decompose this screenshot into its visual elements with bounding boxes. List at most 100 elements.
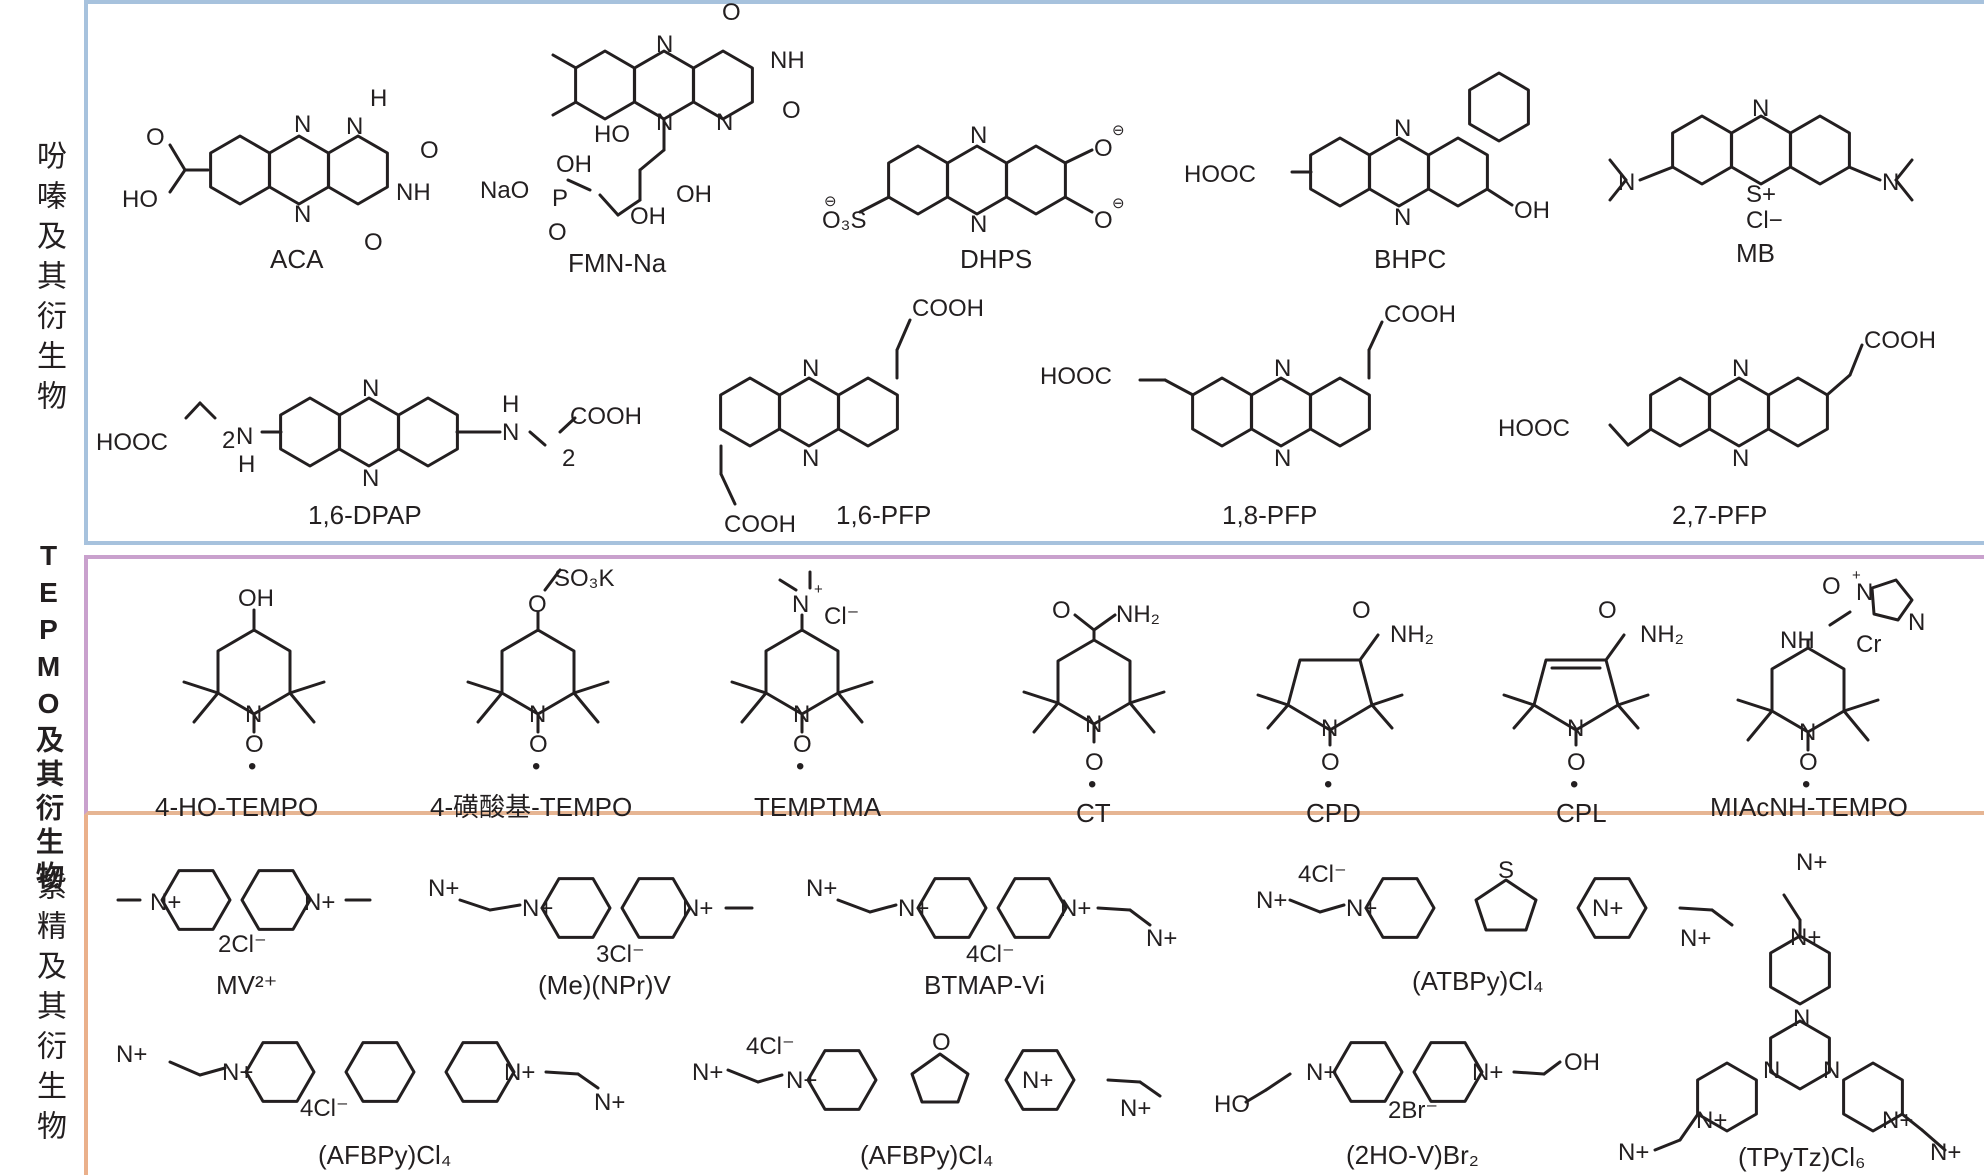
atom-n: N — [792, 591, 809, 618]
radical-dot: • — [248, 753, 256, 780]
atom-n: N — [1274, 445, 1291, 472]
atom-n-plus: N+ — [594, 1089, 625, 1116]
atom-n-plus: N+ — [1680, 925, 1711, 952]
atom-cr: Cr — [1856, 631, 1881, 658]
name-dhps: DHPS — [960, 244, 1032, 274]
atom-n: N — [1752, 95, 1769, 122]
atom-o: O — [420, 137, 439, 164]
name-1-8-pfp: 1,8-PFP — [1222, 500, 1317, 530]
atom-n: N — [1763, 1057, 1780, 1084]
atom-n-plus: N+ — [1472, 1059, 1503, 1086]
structure-1-6-dpap: HOOC 2 N H N N H N 2 COOH 1,6-DPAP — [96, 375, 642, 530]
name-mb: MB — [1736, 238, 1775, 268]
atom-n: N — [294, 111, 311, 138]
atom-o: O — [1094, 207, 1113, 234]
atom-nh2: NH₂ — [1640, 621, 1684, 648]
atom-n-plus: N+ — [222, 1059, 253, 1086]
atom-n-plus: N+ — [522, 895, 553, 922]
atom-n-plus: N+ — [1120, 1095, 1151, 1122]
name-cpd: CPD — [1306, 798, 1361, 828]
atom-n-plus: N+ — [1146, 925, 1177, 952]
atom-h: H — [238, 451, 255, 478]
atom-o: O — [364, 229, 383, 256]
name-2ho-v: (2HO-V)Br₂ — [1346, 1140, 1479, 1170]
atom-n: N — [1908, 609, 1925, 636]
atom-n: N — [802, 355, 819, 382]
atom-n-plus: N+ — [504, 1059, 535, 1086]
atom-n: N — [1274, 355, 1291, 382]
counterion-4cl: 4Cl⁻ — [1298, 861, 1347, 888]
atom-o3s: O₃S — [822, 207, 866, 234]
name-temptma: TEMPTMA — [754, 792, 882, 822]
structure-2ho-v: HO N+ N+ OH 2Br⁻ (2HO-V)Br₂ — [1214, 1041, 1600, 1170]
atom-n-plus: N+ — [1796, 849, 1827, 876]
atom-o: O — [722, 0, 741, 26]
atom-n-plus: N+ — [1882, 1107, 1913, 1134]
atom-n: N — [1618, 169, 1635, 196]
atom-two: 2 — [562, 445, 575, 472]
atom-oh: OH — [238, 585, 274, 612]
atom-nh2: NH₂ — [1390, 621, 1434, 648]
structure-mv: N+ N+ 2Cl⁻ MV²⁺ — [116, 869, 372, 1000]
atom-n: N — [1321, 715, 1338, 742]
viologen-section-frame — [84, 815, 1984, 1175]
name-afbpy-2: (AFBPy)Cl₄ — [860, 1140, 993, 1170]
atom-ho: HO — [122, 186, 158, 213]
atom-n-plus: N+ — [1060, 895, 1091, 922]
name-fmn-na: FMN-Na — [568, 248, 667, 278]
atom-n: N — [793, 701, 810, 728]
structure-me-npr-v: N+ N+ N+ 3Cl⁻ (Me)(NPr)V — [428, 875, 754, 1000]
atom-h: H — [502, 391, 519, 418]
atom-o: O — [1598, 597, 1617, 624]
atom-n: N — [656, 31, 673, 58]
atom-two: 2 — [222, 427, 235, 454]
charge-plus: + — [814, 581, 823, 598]
atom-n: N — [502, 419, 519, 446]
atom-n: N — [362, 465, 379, 492]
atom-ho: HO — [594, 121, 630, 148]
atom-n-plus: N+ — [1930, 1139, 1961, 1166]
atom-h: H — [370, 85, 387, 112]
atom-p: P — [552, 185, 568, 212]
atom-o: O — [548, 219, 567, 246]
structure-4-ho-tempo: OH N O • 4-HO-TEMPO — [155, 585, 326, 822]
atom-o: O — [1567, 749, 1586, 776]
name-cpl: CPL — [1556, 798, 1607, 828]
name-mv: MV²⁺ — [216, 970, 277, 1000]
atom-n-plus: N+ — [1696, 1107, 1727, 1134]
atom-o: O — [146, 124, 165, 151]
name-atbpy: (ATBPy)Cl₄ — [1412, 966, 1543, 996]
name-4-sulfonate-tempo: 4-磺酸基-TEMPO — [430, 792, 632, 822]
section-label-phenazine: 吩嗪及其衍生物 — [31, 140, 66, 420]
atom-o: O — [782, 97, 801, 124]
name-bhpc: BHPC — [1374, 244, 1446, 274]
charge-plus: + — [1852, 567, 1861, 584]
name-ct: CT — [1076, 798, 1111, 828]
atom-n-plus: N+ — [116, 1041, 147, 1068]
structure-cpl: O NH₂ N O • CPL — [1502, 597, 1684, 828]
atom-n: N — [346, 113, 363, 140]
section-label-viologen: 紫精及其衍生物 — [31, 870, 66, 1150]
atom-n: N — [245, 701, 262, 728]
atom-cooh: COOH — [1864, 327, 1936, 354]
name-me-npr-v: (Me)(NPr)V — [538, 970, 672, 1000]
structure-2-7-pfp: N N COOH HOOC 2,7-PFP — [1498, 327, 1936, 530]
atom-n-plus: N+ — [786, 1067, 817, 1094]
structure-cpd: O NH₂ N O • CPD — [1256, 597, 1434, 828]
atom-n-plus: N+ — [1618, 1139, 1649, 1166]
atom-n: N — [1799, 719, 1816, 746]
radical-dot: • — [796, 753, 804, 780]
structure-fmn-na: O NH O N N N HO OH NaO P O OH OH FMN-Na — [480, 0, 805, 278]
atom-nh: NH — [770, 47, 805, 74]
atom-nao: NaO — [480, 177, 529, 204]
atom-cooh: COOH — [1384, 301, 1456, 328]
atom-o: O — [245, 731, 264, 758]
name-1-6-dpap: 1,6-DPAP — [308, 500, 422, 530]
structure-btmap-vi: N+ N+ N+ N+ 4Cl⁻ BTMAP-Vi — [806, 875, 1177, 1000]
structure-aca: O HO N N H N NH O O ACA — [122, 85, 439, 274]
section-label-tempo: TEPMO及其衍生物 — [33, 540, 64, 895]
atom-n-plus: N+ — [1022, 1067, 1053, 1094]
counterion-4cl: 4Cl⁻ — [966, 941, 1015, 968]
atom-cooh: COOH — [724, 511, 796, 538]
